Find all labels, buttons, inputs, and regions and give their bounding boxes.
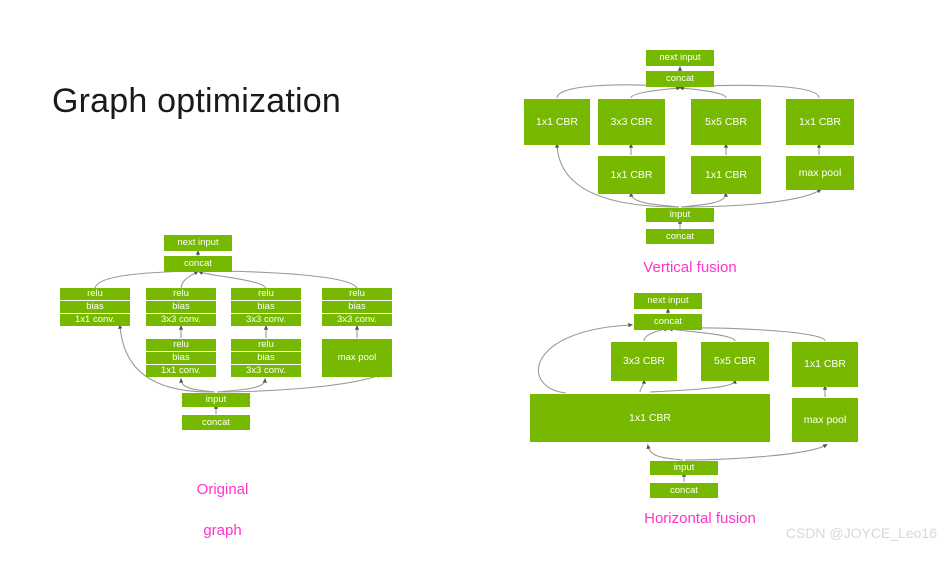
node-input[interactable]: input (182, 393, 250, 407)
node-relu[interactable]: relu (231, 288, 301, 300)
caption-original-graph: Original graph (150, 460, 270, 561)
node-cbr[interactable]: 3x3 CBR (598, 99, 665, 145)
node-cbr[interactable]: 5x5 CBR (701, 342, 769, 381)
node-conv[interactable]: 3x3 conv. (231, 314, 301, 326)
node-conv[interactable]: 3x3 conv. (322, 314, 392, 326)
node-max-pool[interactable]: max pool (792, 398, 858, 442)
node-input[interactable]: input (646, 208, 714, 222)
node-relu[interactable]: relu (146, 339, 216, 351)
node-relu[interactable]: relu (322, 288, 392, 300)
node-relu[interactable]: relu (231, 339, 301, 351)
node-concat-top[interactable]: concat (634, 314, 702, 330)
node-conv[interactable]: 1x1 conv. (60, 314, 130, 326)
node-concat-bottom[interactable]: concat (182, 415, 250, 430)
node-bias[interactable]: bias (322, 301, 392, 313)
node-cbr[interactable]: 1x1 CBR (691, 156, 761, 194)
node-next-input[interactable]: next input (646, 50, 714, 66)
node-bias[interactable]: bias (231, 352, 301, 364)
node-cbr[interactable]: 5x5 CBR (691, 99, 761, 145)
node-next-input[interactable]: next input (634, 293, 702, 309)
node-relu[interactable]: relu (146, 288, 216, 300)
node-max-pool[interactable]: max pool (786, 156, 854, 190)
node-cbr[interactable]: 1x1 CBR (786, 99, 854, 145)
node-input[interactable]: input (650, 461, 718, 475)
node-concat-bottom[interactable]: concat (646, 229, 714, 244)
node-bias[interactable]: bias (231, 301, 301, 313)
node-next-input[interactable]: next input (164, 235, 232, 251)
csdn-watermark: CSDN @JOYCE_Leo16 (785, 525, 937, 541)
node-cbr[interactable]: 1x1 CBR (598, 156, 665, 194)
caption-line-2: graph (203, 521, 242, 539)
caption-line-1: Original (196, 481, 249, 499)
node-bias[interactable]: bias (146, 301, 216, 313)
node-wide-cbr[interactable]: 1x1 CBR (530, 394, 770, 442)
node-cbr[interactable]: 3x3 CBR (611, 342, 677, 381)
node-cbr[interactable]: 1x1 CBR (524, 99, 590, 145)
node-cbr[interactable]: 1x1 CBR (792, 342, 858, 387)
node-max-pool[interactable]: max pool (322, 339, 392, 377)
caption-horizontal-fusion: Horizontal fusion (644, 510, 756, 527)
node-concat-top[interactable]: concat (646, 71, 714, 87)
node-bias[interactable]: bias (60, 301, 130, 313)
node-bias[interactable]: bias (146, 352, 216, 364)
node-conv[interactable]: 3x3 conv. (146, 314, 216, 326)
page-title: Graph optimization (52, 82, 341, 120)
node-conv[interactable]: 3x3 conv. (231, 365, 301, 377)
node-concat-top[interactable]: concat (164, 256, 232, 272)
node-relu[interactable]: relu (60, 288, 130, 300)
slide-canvas: Graph optimization (52, 50, 937, 541)
caption-vertical-fusion: Vertical fusion (643, 259, 737, 276)
node-conv[interactable]: 1x1 conv. (146, 365, 216, 377)
node-concat-bottom[interactable]: concat (650, 483, 718, 498)
